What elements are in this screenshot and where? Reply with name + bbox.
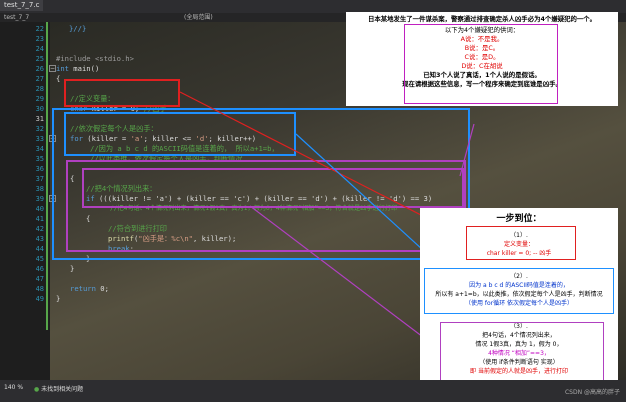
line-number: 39 xyxy=(35,195,44,203)
step1-number: （1）. xyxy=(510,232,528,239)
line-number: 44 xyxy=(35,245,44,253)
line-number: 36 xyxy=(35,165,44,173)
loop-body-frame xyxy=(52,108,470,260)
code-line-44: break; xyxy=(108,244,134,253)
line-number: 48 xyxy=(35,285,44,293)
line-number: 41 xyxy=(35,215,44,223)
code-line-35: //以此类推，依次假定每个人是凶手，判断情况 xyxy=(90,154,243,163)
line-number: 49 xyxy=(35,295,44,303)
line-number: 42 xyxy=(35,225,44,233)
step1-title: 定义变量： xyxy=(503,241,534,248)
confession-heading: 以下为4个嫌疑犯的供词： xyxy=(444,26,520,34)
confession-a: A说：不是我。 xyxy=(460,35,504,43)
step3-line2: 情况 1假3真，真为 1，假为 0， xyxy=(475,341,563,348)
line-number: 27 xyxy=(35,75,44,83)
code-line-25: #include <stdio.h> xyxy=(56,54,134,63)
steps-heading: 一步到位： xyxy=(496,214,542,224)
confession-d: D说：C在胡说 xyxy=(461,62,503,70)
step2-number: （2）. xyxy=(510,273,528,280)
project-dropdown[interactable]: test_7_7 xyxy=(4,14,30,21)
code-line-37: { xyxy=(70,174,75,183)
confession-b: B说：是C。 xyxy=(464,44,500,52)
line-number: 28 xyxy=(35,85,44,93)
file-tab[interactable]: test_7_7.c xyxy=(0,0,44,11)
code-line-38: //把4个情况列出来： xyxy=(86,184,157,193)
status-bar: 140 % ● 未找到相关问题 CSDN @高高的胖子 xyxy=(0,380,626,402)
code-line-48: return 0; xyxy=(70,284,109,293)
code-line-46: } xyxy=(70,264,75,273)
line-number: 22 xyxy=(35,25,44,33)
note-task: 现在请根据这些信息，写一个程序来确定到底谁是凶手。 xyxy=(402,80,562,88)
navigation-bar: test_7_7 (全局范围) xyxy=(0,13,626,22)
scope-dropdown[interactable]: (全局范围) xyxy=(184,14,213,21)
change-indicator-bar xyxy=(46,22,48,330)
line-number: 30 xyxy=(35,105,44,113)
step2-frame xyxy=(424,268,614,314)
line-number: 33 xyxy=(35,135,44,143)
line-number: 34 xyxy=(35,145,44,153)
if-block-frame xyxy=(66,160,466,252)
confession-c: C说：是D。 xyxy=(464,53,500,61)
code-line-42: //符合到进行打印 xyxy=(108,224,167,233)
step1-code: char killer = 0; -- 凶手 xyxy=(486,250,552,257)
problem-statement-panel: 日本某地发生了一件谋杀案，警察通过排查确定杀人凶手必为4个嫌疑犯的一个。 以下为… xyxy=(346,12,618,106)
code-line-29: //定义变量： xyxy=(70,94,115,103)
step2-line1: 因为 a b c d 的ASCII码值是连着的， xyxy=(469,282,569,289)
note-truth: 已知3个人说了真话，1个人说的是假话。 xyxy=(423,71,541,79)
code-line-41: { xyxy=(86,214,91,223)
code-line-43: printf("凶手是：%c\n", killer); xyxy=(108,234,237,243)
variable-highlight-frame xyxy=(64,79,180,107)
line-number: 43 xyxy=(35,235,44,243)
line-number: 25 xyxy=(35,55,44,63)
code-line-33: for (killer = 'a'; killer <= 'd'; killer… xyxy=(70,134,257,143)
line-number: 35 xyxy=(35,155,44,163)
line-number: 38 xyxy=(35,185,44,193)
line-number-gutter: 22 23 24 25 26 27 28 29 30 31 32 33 34 35 36 37 38 39 40 41… xyxy=(0,22,48,380)
line-number: 29 xyxy=(35,95,44,103)
step1-frame xyxy=(466,226,576,260)
line-number: 45 xyxy=(35,255,44,263)
step3-line4: （使用 if条件判断语句 实现） xyxy=(479,359,559,366)
code-line-22: }//} xyxy=(56,24,87,33)
step3-line5: 即 当前假定的人就是凶手，进行打印 xyxy=(470,368,568,375)
arrow-to-step1 xyxy=(179,91,467,239)
step3-line3: 4种情况 “相加”==3， xyxy=(488,350,550,357)
issues-indicator[interactable]: ● 未找到相关问题 xyxy=(34,384,83,393)
line-number: 23 xyxy=(35,35,44,43)
statement-frame xyxy=(404,24,558,104)
solution-steps-panel: 一步到位： （1）. 定义变量： char killer = 0; -- 凶手 … xyxy=(420,208,618,395)
watermark: CSDN @高高的胖子 xyxy=(564,389,620,396)
line-number: 32 xyxy=(35,125,44,133)
code-line-32: //依次假定每个人是凶手： xyxy=(70,124,158,133)
line-number: 26 xyxy=(35,65,44,73)
code-line-34: //因为 a b c d 的ASCII码值是连着的， 所以a+1=b， xyxy=(90,144,279,153)
code-line-39: if (((killer != 'a') + (killer == 'c') +… xyxy=(86,194,433,203)
line-number: 31 xyxy=(35,115,44,123)
line-number: 37 xyxy=(35,175,44,183)
code-line-27: { xyxy=(56,74,61,83)
for-loop-highlight-frame xyxy=(64,112,296,156)
step2-line2: 所以有 a+1=b，以此类推，依次假定每个人是凶手，判断情况 xyxy=(435,291,603,298)
line-number: 24 xyxy=(35,45,44,53)
check-icon: ● xyxy=(34,386,40,393)
code-line-26: int main() xyxy=(56,64,100,73)
title-bar: test_7_7.c xyxy=(0,0,626,13)
if-condition-frame xyxy=(82,168,464,208)
issues-text: 未找到相关问题 xyxy=(41,386,84,393)
line-number: 47 xyxy=(35,275,44,283)
step3-number: （3）. xyxy=(510,323,528,330)
problem-title: 日本某地发生了一件谋杀案，警察通过排查确定杀人凶手必为4个嫌疑犯的一个。 xyxy=(367,15,597,23)
zoom-level[interactable]: 140 % xyxy=(4,384,24,391)
step3-line1: 把4句话，4个情况列出来， xyxy=(482,332,556,339)
code-line-49: } xyxy=(56,294,61,303)
line-number: 40 xyxy=(35,205,44,213)
fold-toggle-icon[interactable]: − xyxy=(49,65,56,72)
step2-line3: （使用 for循环 依次假定每个人是凶手） xyxy=(464,300,574,307)
line-number: 46 xyxy=(35,265,44,273)
arrow-to-statement xyxy=(459,123,475,177)
